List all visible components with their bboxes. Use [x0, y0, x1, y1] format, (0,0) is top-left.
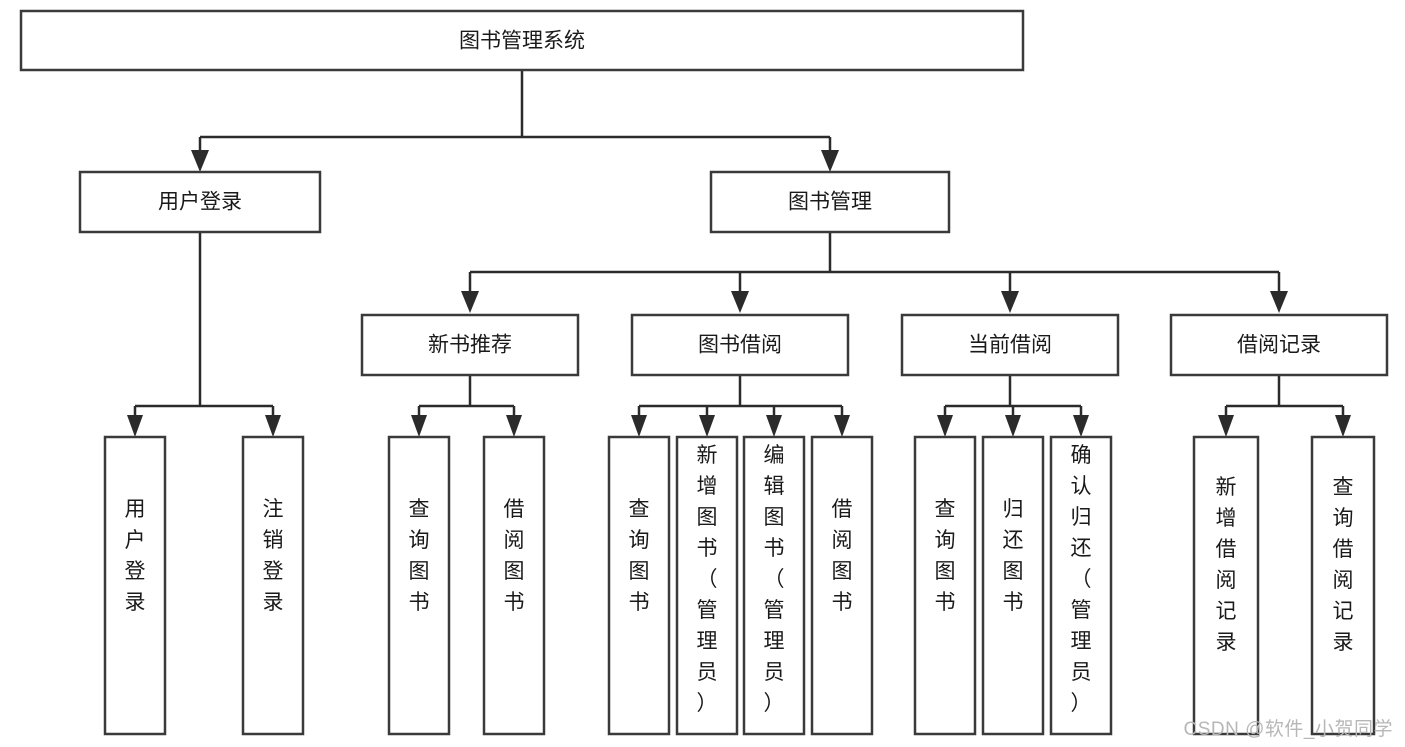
- leaf-borrow-book-1-label: 借阅图书: [504, 498, 525, 614]
- node-book-borrow-box[interactable]: [630, 313, 850, 377]
- arrowhead-book-borrow: [731, 291, 749, 313]
- arrowhead-leaf-query-record: [1335, 415, 1351, 437]
- leaf-return-book[interactable]: 归还图书: [981, 435, 1045, 736]
- leaf-query-book-1[interactable]: 查询图书: [387, 435, 451, 736]
- leaf-user-login-box[interactable]: [103, 435, 167, 736]
- leaf-confirm-return[interactable]: 确认归还（管理员）: [1049, 435, 1113, 736]
- leaf-user-logout-label: 注销登录: [263, 498, 284, 614]
- leaf-user-login-label: 用户登录: [125, 498, 146, 614]
- arrowhead-leaf-user-login: [127, 415, 143, 437]
- node-new-book-rec-label: 新书推荐: [428, 334, 512, 357]
- node-user-login-label: 用户登录: [158, 191, 242, 214]
- leaf-edit-book-box[interactable]: [742, 435, 806, 736]
- leaf-query-book-3-box[interactable]: [913, 435, 977, 736]
- leaf-borrow-book-2-label: 借阅图书: [832, 498, 853, 614]
- arrowhead-leaf-edit-book: [766, 415, 782, 437]
- arrowhead-current-borrow: [1001, 291, 1019, 313]
- leaf-query-book-2-label: 查询图书: [629, 498, 650, 614]
- node-borrow-record[interactable]: 借阅记录: [1169, 313, 1389, 377]
- leaf-confirm-return-box[interactable]: [1049, 435, 1113, 736]
- leaf-borrow-book-2-box[interactable]: [810, 435, 874, 736]
- arrowhead-leaf-borrow-book-2: [834, 415, 850, 437]
- arrowhead-leaf-confirm-return: [1073, 415, 1089, 437]
- leaf-add-record-box[interactable]: [1192, 435, 1260, 736]
- node-book-borrow-label: 图书借阅: [698, 334, 782, 357]
- arrowhead-leaf-query-book-3: [937, 415, 953, 437]
- leaf-user-logout[interactable]: 注销登录: [241, 435, 305, 736]
- leaf-return-book-box[interactable]: [981, 435, 1045, 736]
- node-root-box[interactable]: [19, 9, 1025, 72]
- node-current-borrow-label: 当前借阅: [968, 334, 1052, 357]
- leaf-add-record[interactable]: 新增借阅记录: [1192, 435, 1260, 736]
- leaf-add-book-box[interactable]: [675, 435, 739, 736]
- leaf-query-book-1-label: 查询图书: [409, 498, 430, 614]
- leaf-query-book-3[interactable]: 查询图书: [913, 435, 977, 736]
- arrowhead-book-manage: [821, 150, 839, 172]
- leaf-query-book-3-label: 查询图书: [935, 498, 956, 614]
- node-borrow-record-box[interactable]: [1169, 313, 1389, 377]
- leaf-add-book-label: 新增图书（管理员）: [697, 444, 718, 715]
- leaf-borrow-book-2[interactable]: 借阅图书: [810, 435, 874, 736]
- node-user-login[interactable]: 用户登录: [78, 170, 322, 234]
- node-new-book-rec-box[interactable]: [360, 313, 580, 377]
- arrowhead-leaf-user-logout: [265, 415, 281, 437]
- node-user-login-box[interactable]: [78, 170, 322, 234]
- leaf-user-login[interactable]: 用户登录: [103, 435, 167, 736]
- node-root[interactable]: 图书管理系统: [19, 9, 1025, 72]
- leaf-user-logout-box[interactable]: [241, 435, 305, 736]
- leaf-query-record-box[interactable]: [1310, 435, 1376, 736]
- leaf-confirm-return-label: 确认归还（管理员）: [1071, 444, 1092, 715]
- arrowhead-leaf-add-record: [1218, 415, 1234, 437]
- node-book-manage-label: 图书管理: [788, 191, 872, 214]
- leaf-query-book-2[interactable]: 查询图书: [607, 435, 671, 736]
- arrowhead-leaf-query-book-2: [631, 415, 647, 437]
- leaf-edit-book-label: 编辑图书（管理员）: [764, 444, 785, 715]
- leaf-query-record[interactable]: 查询借阅记录: [1310, 435, 1376, 736]
- node-new-book-rec[interactable]: 新书推荐: [360, 313, 580, 377]
- leaf-add-record-label: 新增借阅记录: [1216, 476, 1237, 654]
- node-book-manage[interactable]: 图书管理: [709, 170, 951, 234]
- leaf-query-record-label: 查询借阅记录: [1333, 476, 1354, 654]
- arrowhead-leaf-borrow-book-1: [506, 415, 522, 437]
- arrowhead-new-book-rec: [461, 291, 479, 313]
- node-current-borrow-box[interactable]: [900, 313, 1120, 377]
- node-borrow-record-label: 借阅记录: [1237, 334, 1321, 357]
- leaf-query-book-1-box[interactable]: [387, 435, 451, 736]
- connector-group: [127, 70, 1351, 437]
- arrowhead-leaf-return-book: [1005, 415, 1021, 437]
- leaf-add-book[interactable]: 新增图书（管理员）: [675, 435, 739, 736]
- arrowhead-leaf-add-book: [699, 415, 715, 437]
- node-book-manage-box[interactable]: [709, 170, 951, 234]
- leaf-query-book-2-box[interactable]: [607, 435, 671, 736]
- leaf-borrow-book-1[interactable]: 借阅图书: [482, 435, 546, 736]
- arrowhead-leaf-query-book-1: [411, 415, 427, 437]
- arrowhead-borrow-record: [1270, 291, 1288, 313]
- leaf-return-book-label: 归还图书: [1003, 498, 1024, 614]
- leaf-edit-book[interactable]: 编辑图书（管理员）: [742, 435, 806, 736]
- leaf-borrow-book-1-box[interactable]: [482, 435, 546, 736]
- node-current-borrow[interactable]: 当前借阅: [900, 313, 1120, 377]
- node-root-label: 图书管理系统: [459, 30, 585, 53]
- node-book-borrow[interactable]: 图书借阅: [630, 313, 850, 377]
- arrowhead-user-login: [191, 150, 209, 172]
